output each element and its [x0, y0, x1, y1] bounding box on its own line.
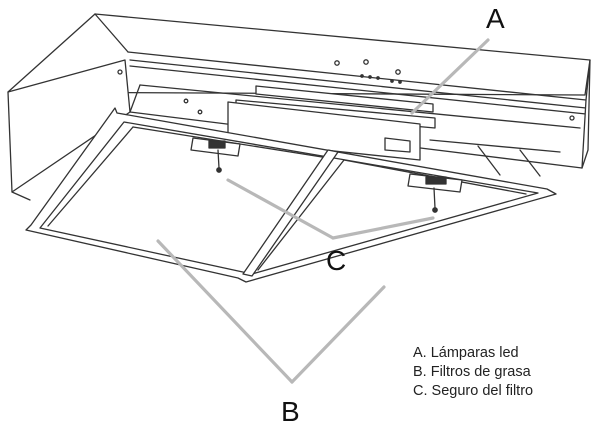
callout-label-c: C — [326, 245, 347, 276]
legend: A. Lámparas led B. Filtros de grasa C. S… — [413, 344, 533, 401]
callout-label-b: B — [281, 396, 300, 427]
leader-line-b-left — [156, 239, 294, 384]
leader-line-c-left — [226, 178, 335, 240]
callout-label-a: A — [486, 3, 505, 34]
leader-line-c-right — [331, 216, 435, 240]
filter-latch-right — [407, 173, 463, 213]
filter-latch-left — [190, 137, 241, 173]
control-panel — [334, 59, 402, 84]
leader-line-a — [410, 38, 490, 115]
leader-line-b-right — [290, 285, 386, 384]
motor-housing — [183, 98, 421, 161]
legend-item-grease-filters: B. Filtros de grasa — [413, 364, 531, 380]
legend-item-filter-latch: C. Seguro del filtro — [413, 383, 534, 399]
leader-lines — [156, 38, 490, 384]
legend-item-led-lamps: A. Lámparas led — [413, 345, 519, 361]
grease-filter-frame — [25, 107, 557, 283]
